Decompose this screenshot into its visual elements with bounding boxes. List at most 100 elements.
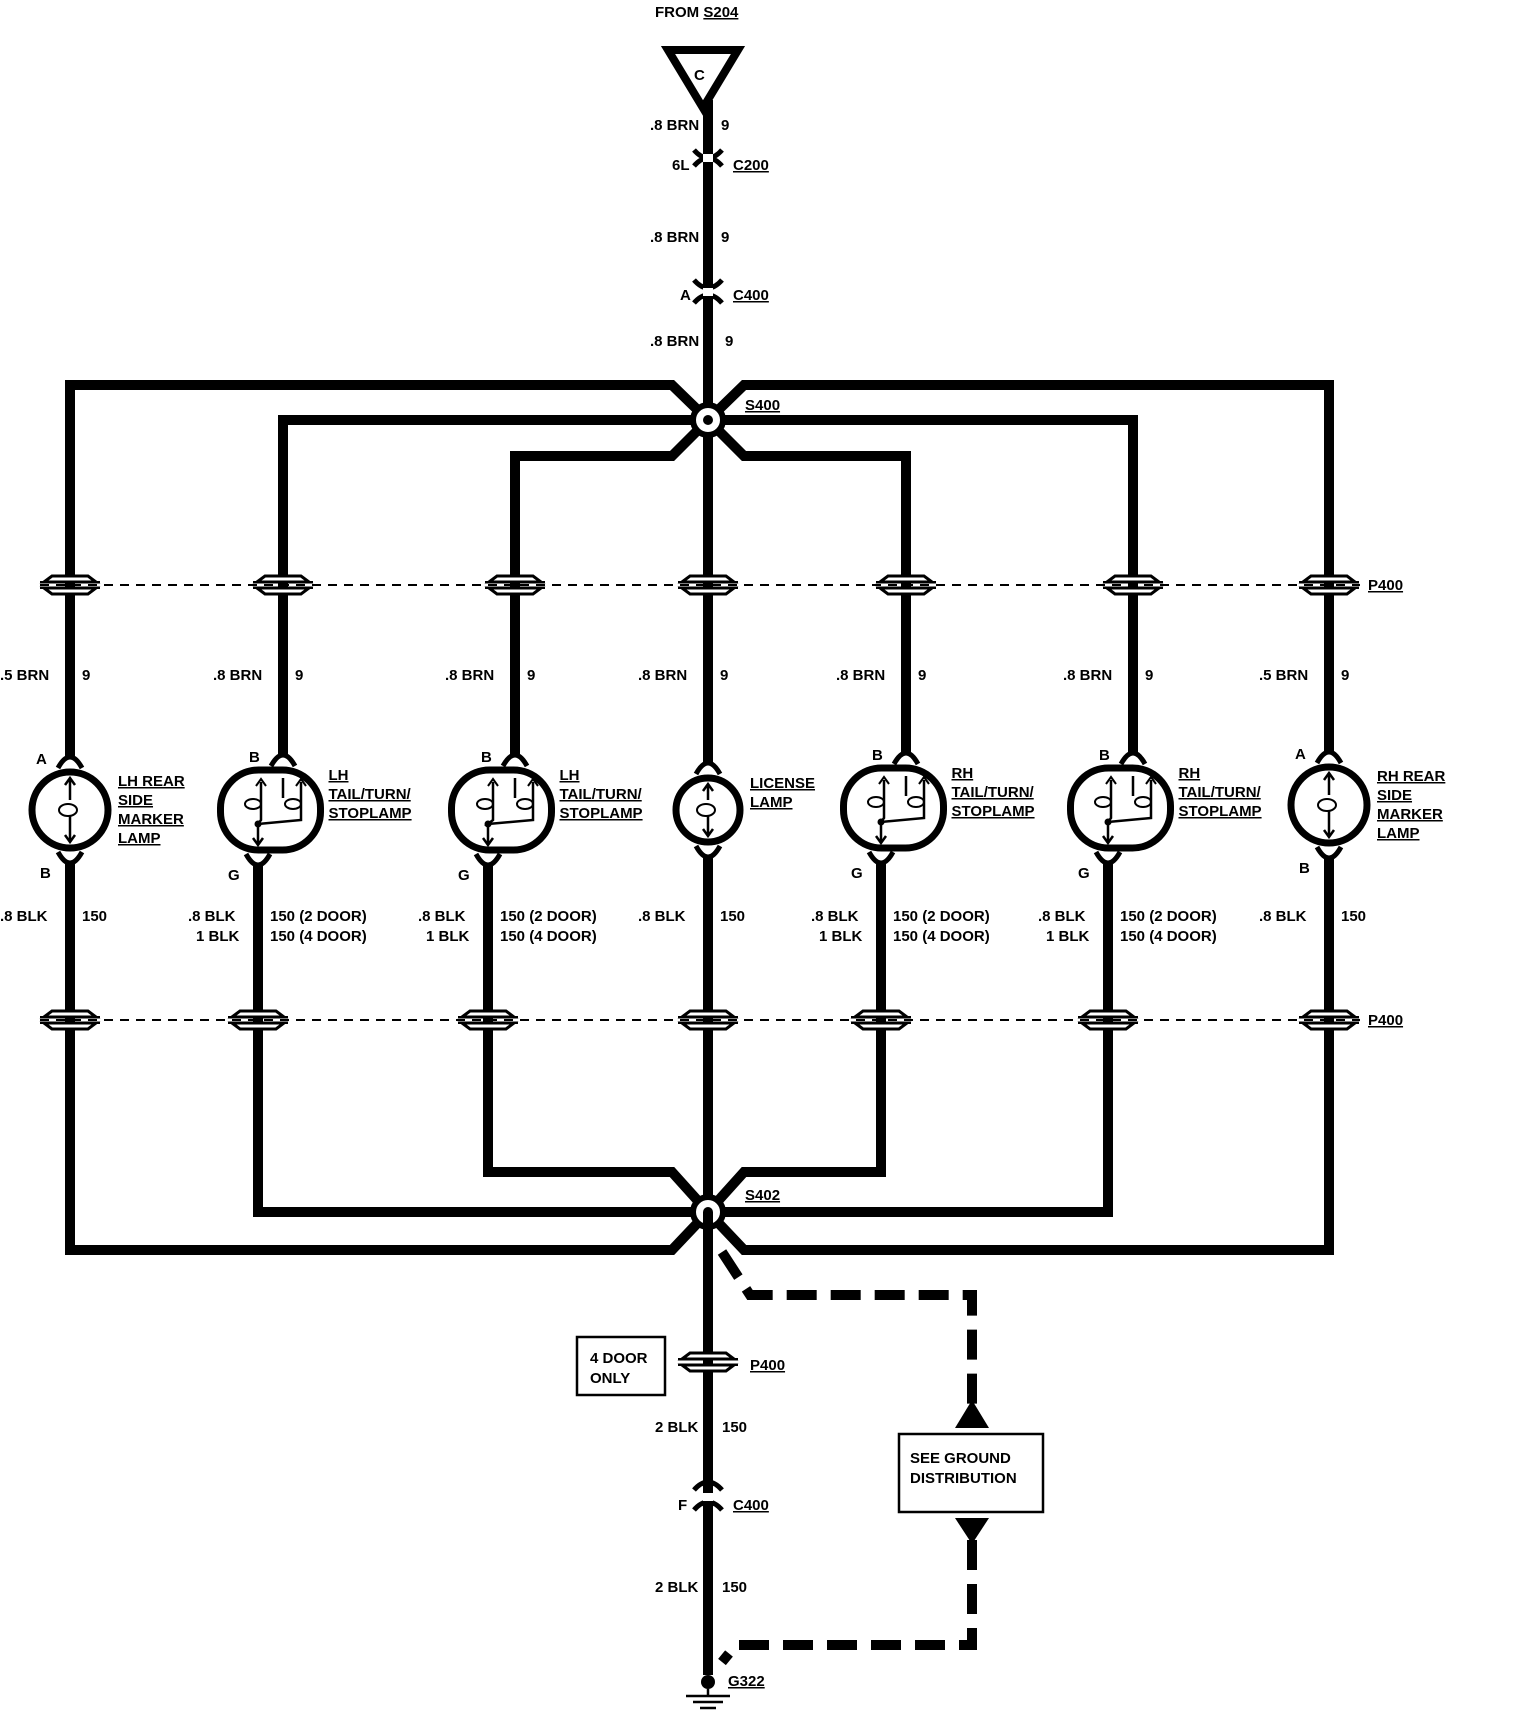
lamp-ground-circuit-2: 150 (4 DOOR) (270, 928, 367, 945)
lamp-top-pin: B (249, 749, 260, 766)
from-label: FROM S204 (655, 4, 739, 21)
lamp-ground-wire-label-2: 1 BLK (1046, 928, 1090, 945)
c400-top-pin: A (680, 287, 691, 304)
lamp-ground-circuit-1: 150 (2 DOOR) (270, 908, 367, 925)
lamp-name-line: MARKER (118, 811, 184, 828)
lamp-name-line: SIDE (1377, 787, 1412, 804)
lamp-ground-circuit-2: 150 (4 DOOR) (893, 928, 990, 945)
lamp-name-line: STOPLAMP (560, 805, 643, 822)
lamp-feed-wire-label: .8 BRN (836, 667, 885, 684)
lamp-ground-circuit-1: 150 (720, 908, 745, 925)
lamp-ground-circuit-1: 150 (2 DOOR) (1120, 908, 1217, 925)
lamp-top-terminal (1314, 749, 1344, 765)
trunk-circuit-3: 9 (725, 333, 733, 350)
c400-top-label: C400 (733, 287, 769, 304)
lamp-bottom-terminal (1314, 845, 1344, 861)
lamp-bottom-pin: G (458, 867, 470, 884)
lamp-ground-wire-label-1: .8 BLK (188, 908, 236, 925)
lamp-top-terminal (891, 750, 921, 766)
see-ground-arrow-up (955, 1400, 989, 1428)
lamp-name-line: TAIL/TURN/ (329, 786, 412, 803)
s400-label: S400 (745, 397, 780, 414)
lamp-ground-wire-label-1: .8 BLK (1038, 908, 1086, 925)
ground-wire-label-1: 2 BLK (655, 1419, 699, 1436)
lamp-top-terminal (268, 752, 298, 768)
lamp-name-line: LAMP (750, 794, 793, 811)
tail-stoplamp-bulb-icon (1067, 764, 1174, 852)
lamp-ground-wire-label-1: .8 BLK (0, 908, 48, 925)
ground-alt-wire-bottom (718, 1540, 977, 1666)
lamp-name-line: MARKER (1377, 806, 1443, 823)
lamp-ground-wire-label-1: .8 BLK (638, 908, 686, 925)
lamp-name-line: TAIL/TURN/ (952, 784, 1035, 801)
lamp-name-line: LH (560, 767, 580, 784)
lamp-bottom-terminal (866, 850, 896, 866)
lamp-feed-wire-label: .8 BRN (1063, 667, 1112, 684)
lamp-feed-circuit: 9 (1341, 667, 1349, 684)
c200-pin: 6L (672, 157, 690, 174)
lamp-feed-wire-label: .5 BRN (1259, 667, 1308, 684)
ground-circuit-1: 150 (722, 1419, 747, 1436)
lamp-ground-circuit-1: 150 (1341, 908, 1366, 925)
four-door-note-box (575, 1335, 667, 1397)
lamp-name-line: RH (1179, 765, 1201, 782)
lamp-feed-wire-label: .8 BRN (638, 667, 687, 684)
g322-label: G322 (728, 1673, 765, 1690)
tail-stoplamp-bulb-icon (217, 766, 324, 854)
lamp-bottom-terminal (473, 852, 503, 868)
see-ground-arrow-down (955, 1518, 989, 1544)
lamp-bottom-pin: B (1299, 860, 1310, 877)
lamp-feed-wire-label: .5 BRN (0, 667, 49, 684)
lamp-name-line: RH (952, 765, 974, 782)
lamp-bottom-pin: G (851, 865, 863, 882)
trunk-circuit-2: 9 (721, 229, 729, 246)
lamp-feed-circuit: 9 (1145, 667, 1153, 684)
lamp-bottom-pin: G (1078, 865, 1090, 882)
ground-circuit-2: 150 (722, 1579, 747, 1596)
lamp-feed-wire-label: .8 BRN (213, 667, 262, 684)
see-ground-line1: SEE GROUND (910, 1450, 1011, 1467)
source-connector-letter: C (694, 67, 705, 84)
c200-label: C200 (733, 157, 769, 174)
lamp-feed-circuit: 9 (295, 667, 303, 684)
lamp-feed-circuit: 9 (527, 667, 535, 684)
c400-ground-connector (692, 1479, 724, 1512)
lamp-ground-wire-label-1: .8 BLK (1259, 908, 1307, 925)
source-triangle (660, 46, 746, 116)
ground-alt-wire-top (717, 1249, 977, 1420)
see-ground-line2: DISTRIBUTION (910, 1470, 1017, 1487)
lamp-name-line: LICENSE (750, 775, 815, 792)
trunk-wire-label-2: .8 BRN (650, 229, 699, 246)
lamp-top-terminal (55, 754, 85, 770)
marker-lamp-bulb-icon (28, 768, 112, 852)
p400-lower-label: P400 (1368, 1012, 1403, 1029)
lamp-branch: .8 BRN 9 .8 BLK 150 (2 DOOR) 1 BLK 150 (4 DOO… (1038, 574, 1262, 1031)
lamp-ground-circuit-1: 150 (2 DOOR) (893, 908, 990, 925)
lamp-name-line: RH REAR (1377, 768, 1446, 785)
four-door-note-line1: 4 DOOR (590, 1350, 648, 1367)
lamp-ground-circuit-2: 150 (4 DOOR) (500, 928, 597, 945)
four-door-note-line2: ONLY (590, 1370, 630, 1387)
upper-distribution-wires (65, 380, 1334, 575)
g322-ground-point (701, 1675, 715, 1689)
lamp-top-pin: B (481, 749, 492, 766)
trunk-wire-label-1: .8 BRN (650, 117, 699, 134)
ground-wire-label-2: 2 BLK (655, 1579, 699, 1596)
lamp-ground-circuit-2: 150 (4 DOOR) (1120, 928, 1217, 945)
p400-upper-label: P400 (1368, 577, 1403, 594)
lamp-top-pin: A (1295, 746, 1306, 763)
lamp-top-terminal (1118, 750, 1148, 766)
c400-ground-label: C400 (733, 1497, 769, 1514)
marker-lamp-bulb-icon (1287, 763, 1371, 847)
lamp-bottom-terminal (55, 850, 85, 866)
lamp-name-line: LAMP (118, 830, 161, 847)
s402-label: S402 (745, 1187, 780, 1204)
lamp-ground-wire-label-2: 1 BLK (426, 928, 470, 945)
lamp-top-pin: B (872, 747, 883, 764)
p400-ground-label: P400 (750, 1357, 785, 1374)
